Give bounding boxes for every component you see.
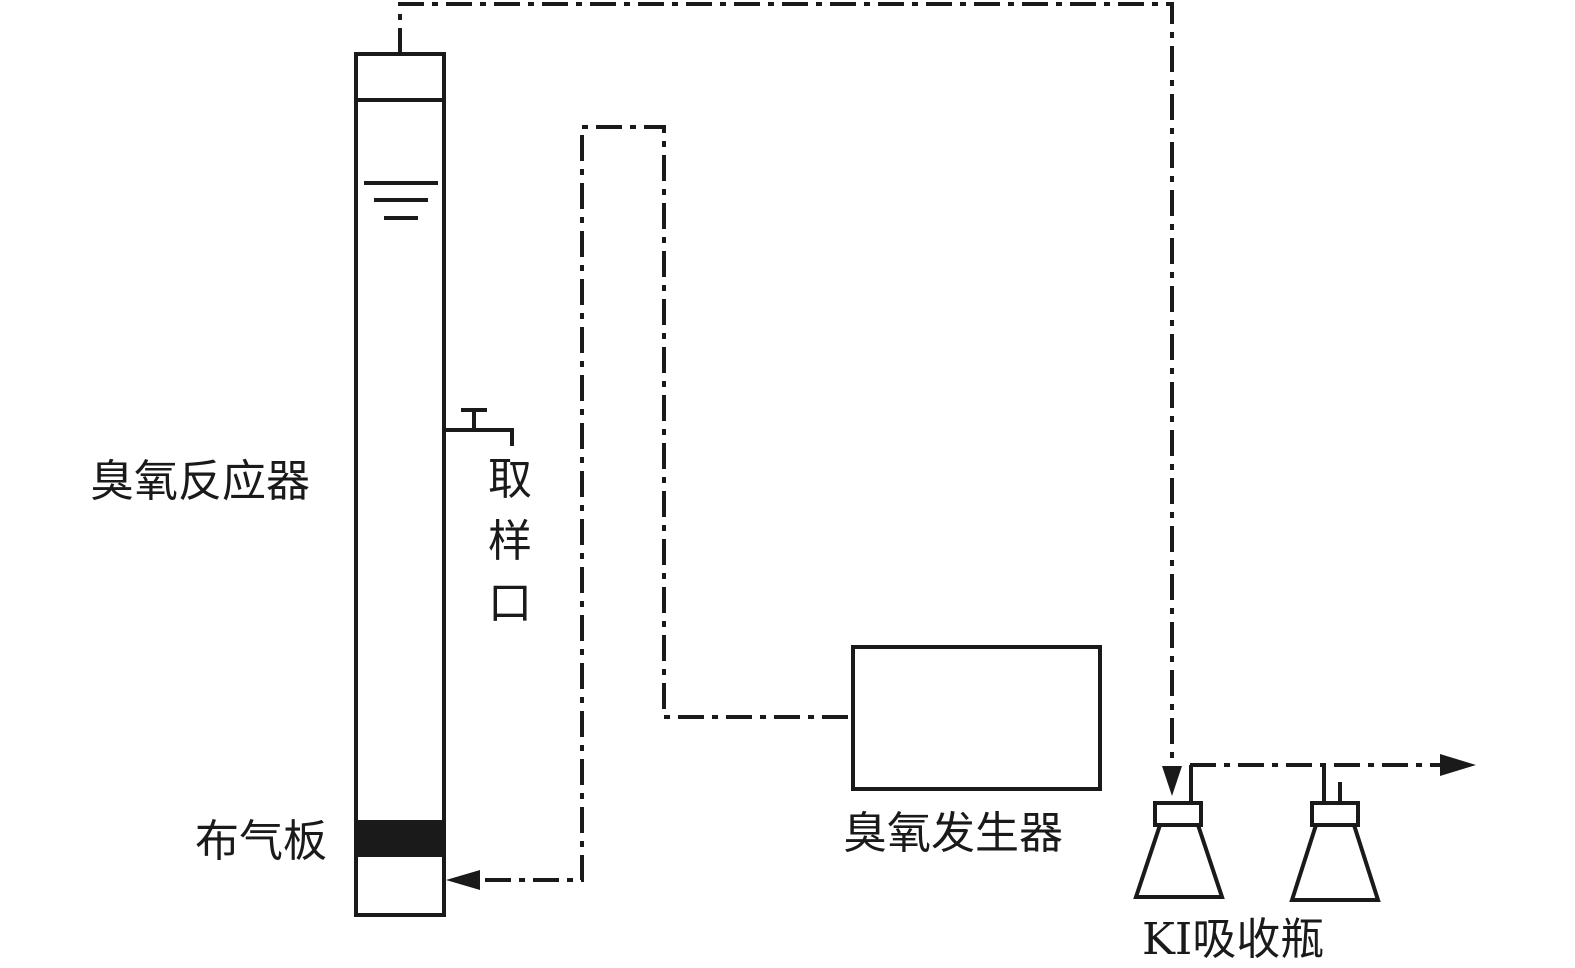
ki-bottle-label: KI吸收瓶 <box>1142 914 1325 965</box>
arrows <box>446 754 1476 890</box>
exhaust-arrow <box>1440 754 1476 776</box>
sampling-port-label: 取样口 <box>488 454 532 629</box>
ki-bottle-2 <box>1289 765 1381 902</box>
offgas-line <box>398 2 1174 768</box>
gas-lines <box>398 2 1445 882</box>
inlet-arrow <box>446 870 480 890</box>
reactor-label: 臭氧反应器 <box>90 456 310 507</box>
ozone-generator-box <box>851 645 1102 791</box>
ozone-reactor <box>354 52 446 917</box>
feed-gas-line <box>475 125 848 882</box>
down-arrow <box>1162 766 1182 796</box>
ozone-generator-label: 臭氧发生器 <box>843 808 1063 859</box>
gas-distribution-plate <box>358 820 442 857</box>
gas-plate-label: 布气板 <box>195 816 327 867</box>
sampling-tap <box>444 408 514 446</box>
ki-bottle-1 <box>1133 765 1225 899</box>
